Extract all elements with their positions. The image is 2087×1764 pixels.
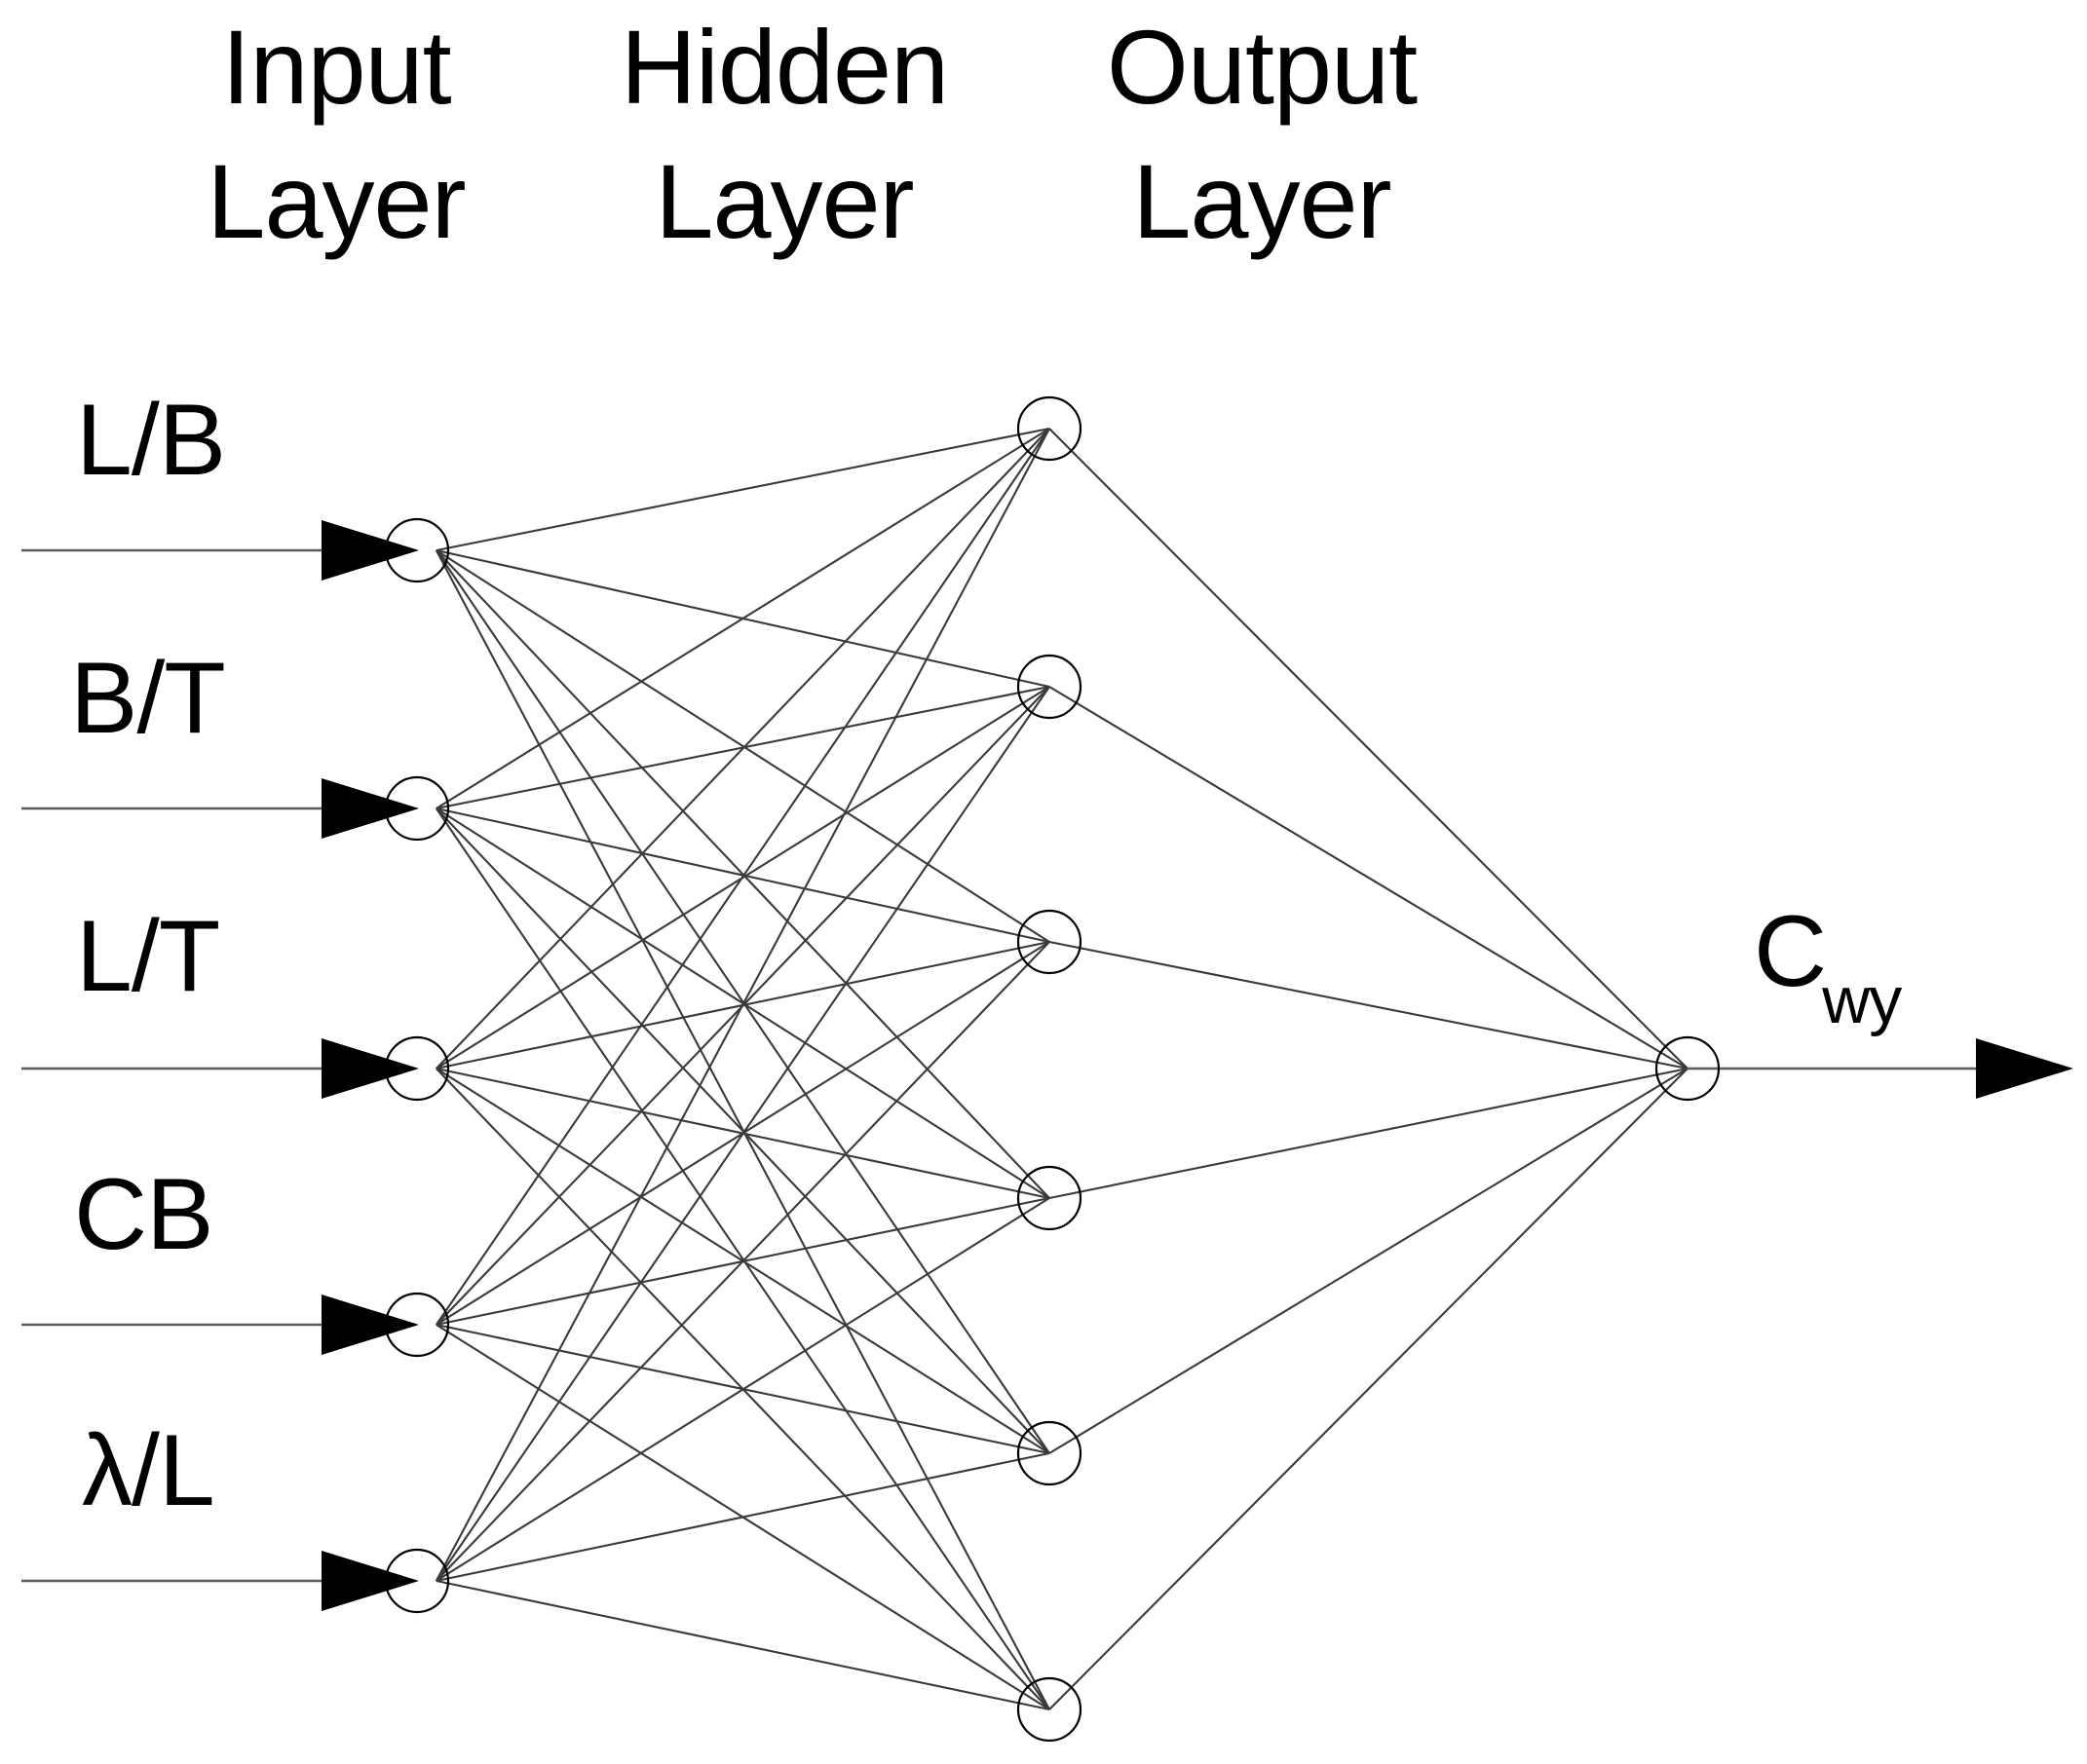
output-label-cwy: Cwy (1754, 901, 1905, 1033)
input-label-lambda-over-l-text: λ/L (82, 1414, 215, 1527)
input-arrow-head-2 (322, 778, 419, 839)
input-arrow-head-3 (322, 1038, 419, 1099)
output-node-1[interactable] (1654, 1035, 1721, 1102)
input-label-lambda-over-l: λ/L (82, 1420, 215, 1521)
input-node-4[interactable] (384, 1292, 450, 1358)
output-layer-title: Output Layer (1072, 0, 1452, 269)
edge-in3-h1 (436, 428, 1050, 1070)
edge-in2-h5 (436, 807, 1050, 1454)
edge-in5-h4 (436, 1197, 1050, 1582)
output-label-cwy-subscript: wy (1822, 962, 1902, 1037)
input-node-5[interactable] (384, 1548, 450, 1614)
hidden-node-5[interactable] (1016, 1420, 1082, 1486)
input-label-l-over-t: L/T (76, 906, 220, 1007)
output-label-cwy-base: C (1754, 895, 1827, 1008)
input-label-b-over-t: B/T (70, 648, 226, 749)
edge-in5-h2 (435, 686, 1050, 1582)
input-arrow-head-5 (322, 1551, 419, 1611)
hidden-layer-title: Hidden Layer (594, 0, 974, 269)
input-label-l-over-b-text: L/B (76, 384, 226, 497)
edges-hidden-to-output (1048, 428, 1689, 1710)
edge-h1-out (1048, 428, 1689, 1070)
input-label-b-over-t-text: B/T (70, 642, 226, 755)
hidden-node-3[interactable] (1016, 909, 1082, 975)
output-arrow (1688, 1038, 2073, 1099)
edge-in5-h6 (436, 1579, 1050, 1711)
edge-in1-h1 (436, 427, 1050, 552)
output-layer-title-line1: Output (1106, 8, 1418, 126)
input-arrow-head-4 (322, 1295, 419, 1355)
edge-in5-h5 (436, 1451, 1050, 1583)
edge-in2-h6 (435, 807, 1050, 1710)
edge-in1-h3 (436, 549, 1050, 943)
hidden-node-2[interactable] (1016, 654, 1082, 720)
input-layer-title: Input Layer (175, 0, 497, 269)
hidden-node-4[interactable] (1016, 1165, 1082, 1231)
output-layer-title-line2: Layer (1132, 142, 1391, 261)
hidden-node-1[interactable] (1016, 395, 1082, 462)
edge-h5-out (1048, 1068, 1689, 1454)
hidden-layer-title-line1: Hidden (620, 8, 949, 126)
input-label-l-over-b: L/B (76, 390, 226, 491)
edges-input-to-hidden (435, 427, 1050, 1711)
input-layer-title-line1: Input (221, 8, 451, 126)
edge-h6-out (1048, 1068, 1689, 1710)
input-layer-title-line2: Layer (207, 142, 466, 261)
network-nodes (384, 395, 1721, 1743)
edge-h2-out (1048, 686, 1689, 1070)
input-node-3[interactable] (384, 1035, 450, 1102)
edge-in5-h3 (436, 941, 1050, 1582)
input-arrows (21, 520, 419, 1611)
edge-in4-h1 (435, 428, 1050, 1326)
hidden-layer-title-line2: Layer (655, 142, 914, 261)
edge-in5-h1 (435, 428, 1050, 1582)
input-label-l-over-t-text: L/T (76, 900, 220, 1013)
input-node-1[interactable] (384, 517, 450, 583)
output-arrow-head (1976, 1038, 2073, 1099)
input-label-cb-text: CB (74, 1158, 213, 1271)
edge-h3-out (1048, 940, 1689, 1070)
input-arrow-head-1 (322, 520, 419, 581)
edge-in2-h1 (436, 428, 1050, 809)
edge-h4-out (1048, 1067, 1689, 1200)
edge-in1-h5 (435, 549, 1050, 1454)
hidden-node-6[interactable] (1016, 1676, 1082, 1743)
input-label-cb: CB (74, 1164, 213, 1265)
input-node-2[interactable] (384, 775, 450, 842)
